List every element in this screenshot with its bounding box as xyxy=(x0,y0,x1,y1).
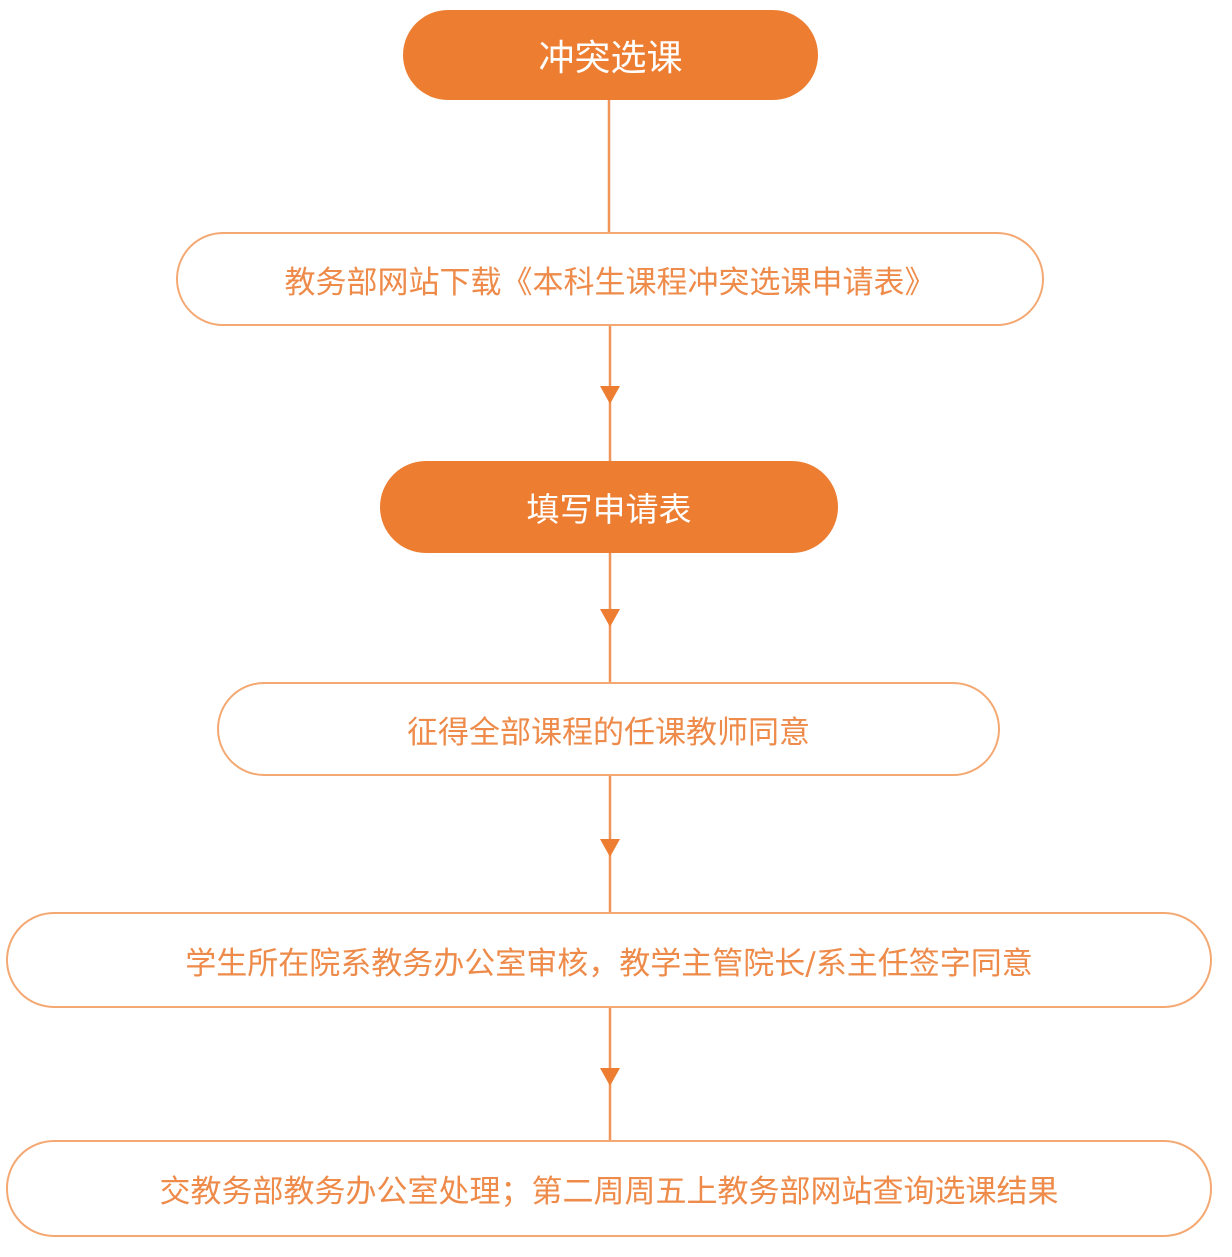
step-label: 填写申请表 xyxy=(526,490,692,529)
step-label: 教务部网站下载《本科生课程冲突选课申请表》 xyxy=(284,264,936,301)
step-fill-form: 填写申请表 xyxy=(380,461,838,553)
arrow-down-icon xyxy=(600,609,620,627)
arrow-down-icon xyxy=(600,1068,620,1086)
step-label: 征得全部课程的任课教师同意 xyxy=(407,714,810,751)
step-label: 冲突选课 xyxy=(538,38,683,79)
step-teacher-approval: 征得全部课程的任课教师同意 xyxy=(217,682,1000,776)
step-label: 交教务部教务办公室处理；第二周周五上教务部网站查询选课结果 xyxy=(159,1174,1059,1210)
step-download-form: 教务部网站下载《本科生课程冲突选课申请表》 xyxy=(176,232,1044,326)
step-start-conflict-selection: 冲突选课 xyxy=(403,10,818,100)
step-department-review: 学生所在院系教务办公室审核，教学主管院长/系主任签字同意 xyxy=(6,912,1212,1008)
step-label: 学生所在院系教务办公室审核，教学主管院长/系主任签字同意 xyxy=(185,945,1033,982)
arrow-down-icon xyxy=(600,839,620,857)
arrow-down-icon xyxy=(600,386,620,404)
step-submit-and-check-result: 交教务部教务办公室处理；第二周周五上教务部网站查询选课结果 xyxy=(6,1140,1212,1237)
